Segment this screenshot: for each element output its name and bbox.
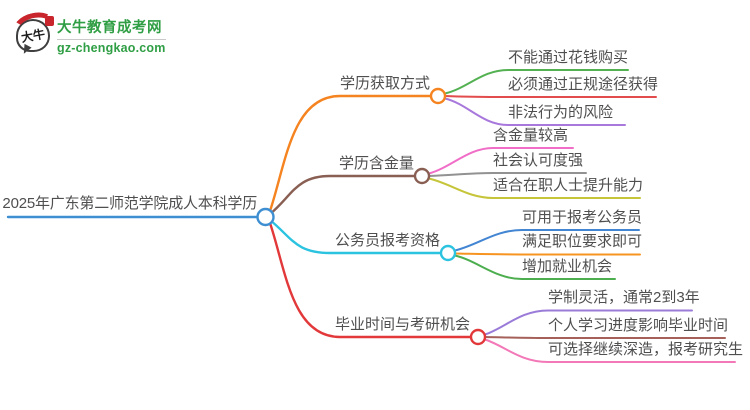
leaf-connector-3-1 bbox=[454, 229, 640, 252]
leaf-node-label-1-2[interactable]: 必须通过正规途径获得 bbox=[508, 76, 659, 93]
leaf-node-label-3-3[interactable]: 增加就业机会 bbox=[522, 258, 613, 275]
logo-text-block: 大牛教育成考网 gz-chengkao.com bbox=[57, 16, 166, 55]
leaf-connector-3-2 bbox=[454, 252, 641, 256]
leaf-connector-1-2 bbox=[444, 95, 657, 98]
leaf-node-label-4-3[interactable]: 可选择继续深造，报考研究生 bbox=[548, 341, 744, 358]
branch-node-circle-1[interactable] bbox=[429, 87, 447, 105]
branch-node-circle-3[interactable] bbox=[439, 244, 457, 262]
branch-connector-1 bbox=[268, 94, 432, 213]
leaf-node-label-1-1[interactable]: 不能通过花钱购买 bbox=[508, 49, 629, 66]
leaf-node-label-3-2[interactable]: 满足职位要求即可 bbox=[522, 233, 643, 250]
logo-seal-icon bbox=[45, 16, 54, 26]
logo-site-url: gz-chengkao.com bbox=[57, 41, 166, 55]
leaf-node-label-1-3[interactable]: 非法行为的风险 bbox=[508, 104, 614, 121]
leaf-connector-1-3 bbox=[444, 97, 626, 126]
logo-site-name: 大牛教育成考网 bbox=[57, 16, 166, 40]
leaf-node-label-2-2[interactable]: 社会认可度强 bbox=[493, 152, 584, 169]
branch-node-label-4[interactable]: 毕业时间与考研机会 bbox=[334, 316, 470, 333]
leaf-connector-2-1 bbox=[428, 147, 574, 175]
site-logo[interactable]: 大牛 大牛教育成考网 gz-chengkao.com bbox=[10, 8, 166, 60]
leaf-node-label-2-3[interactable]: 适合在职人士提升能力 bbox=[493, 177, 644, 194]
leaf-connector-3-3 bbox=[454, 254, 616, 280]
branch-node-circle-4[interactable] bbox=[469, 328, 487, 346]
branch-node-label-2[interactable]: 学历含金量 bbox=[338, 155, 414, 172]
leaf-connector-2-3 bbox=[428, 177, 641, 199]
leaf-connector-2-2 bbox=[428, 172, 587, 177]
leaf-connector-4-3 bbox=[484, 338, 736, 363]
root-node-circle[interactable] bbox=[256, 207, 275, 227]
leaf-connector-1-1 bbox=[444, 69, 629, 95]
leaf-node-label-4-2[interactable]: 个人学习进度影响毕业时间 bbox=[548, 317, 729, 334]
branch-node-circle-2[interactable] bbox=[413, 167, 431, 185]
branch-connector-4 bbox=[268, 221, 472, 339]
logo-bubble: 大牛 bbox=[10, 8, 59, 60]
leaf-node-label-4-1[interactable]: 学制灵活，通常2到3年 bbox=[548, 289, 700, 306]
branch-connector-2 bbox=[268, 174, 416, 216]
leaf-connector-4-1 bbox=[484, 309, 693, 336]
branch-node-label-1[interactable]: 学历获取方式 bbox=[339, 75, 430, 92]
root-node-label[interactable]: 2025年广东第二师范学院成人本科学历 bbox=[2, 195, 257, 212]
branch-node-label-3[interactable]: 公务员报考资格 bbox=[334, 232, 440, 249]
leaf-node-label-2-1[interactable]: 含金量较高 bbox=[493, 127, 569, 144]
leaf-node-label-3-1[interactable]: 可用于报考公务员 bbox=[522, 209, 643, 226]
leaf-connector-4-2 bbox=[484, 336, 726, 339]
branch-connector-3 bbox=[268, 218, 442, 255]
